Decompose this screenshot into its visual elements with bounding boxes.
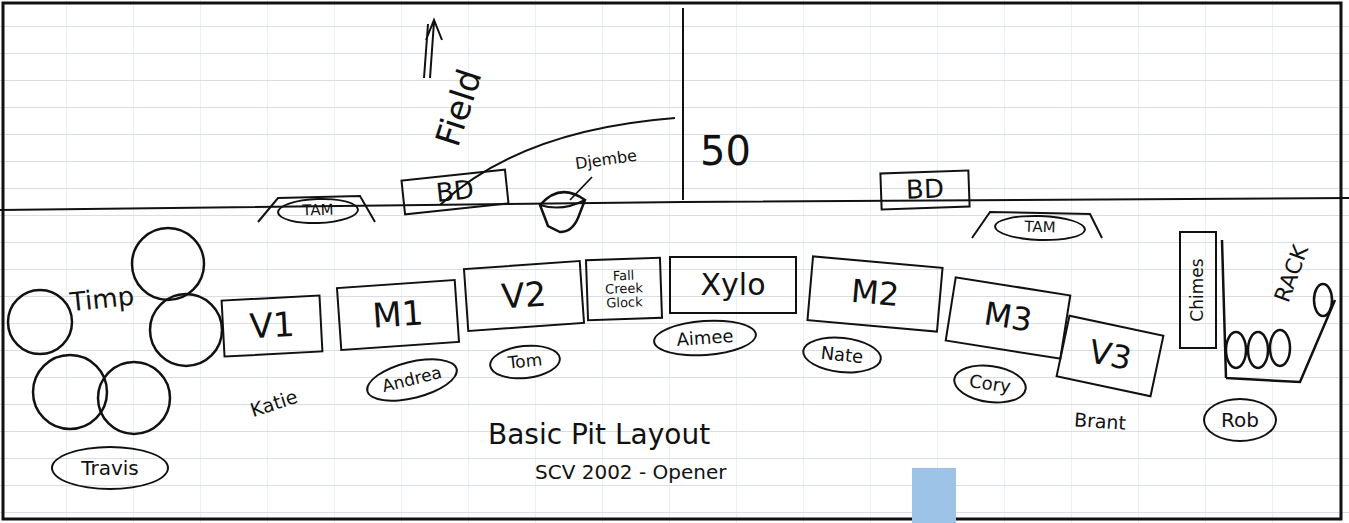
node-text: TAM (302, 203, 334, 220)
caption-text: SCV 2002 - Opener (535, 462, 726, 483)
djembe-head (540, 200, 585, 208)
node-text: V2 (500, 277, 547, 316)
name-oval: Aimee (652, 316, 758, 359)
node-text: Chimes (1189, 258, 1207, 321)
fifty-yard-line (682, 8, 684, 200)
tam-stand (972, 212, 1102, 238)
name-oval: Cory (951, 360, 1030, 408)
name-oval: TAM (994, 213, 1087, 242)
note-label: Djembe (574, 148, 638, 173)
title-text: Basic Pit Layout (488, 420, 710, 449)
node-text: M3 (982, 298, 1035, 339)
note-label: 50 (700, 130, 751, 172)
node-text: M1 (371, 295, 424, 334)
instrument-box: BD (879, 169, 970, 210)
node-text: Nate (820, 343, 864, 366)
name-oval: Tom (487, 341, 562, 382)
sideline (0, 198, 1349, 210)
node-text: Tom (507, 351, 543, 372)
name-oval: Nate (800, 333, 883, 377)
node-text: Andrea (380, 364, 443, 396)
node-text: V1 (249, 307, 296, 345)
note-label: Field (430, 65, 488, 151)
rack (1222, 240, 1335, 382)
node-text: TAM (1024, 220, 1056, 237)
node-text: BD (906, 176, 945, 205)
instrument-box: M3 (945, 276, 1072, 360)
note-label: Brant (1073, 410, 1126, 434)
node-text: V3 (1086, 335, 1134, 377)
node-text: BD (435, 176, 476, 207)
name-oval: Rob (1203, 398, 1277, 442)
timpani (8, 228, 222, 434)
node-text: Rob (1221, 410, 1259, 431)
note-label: RACK (1271, 242, 1313, 305)
node-text: Cory (968, 372, 1012, 397)
name-oval: Travis (51, 446, 169, 490)
blue-marker (912, 468, 956, 523)
node-text: Aimee (676, 327, 734, 350)
node-text: M2 (850, 275, 901, 313)
djembe-pointer (570, 177, 592, 200)
node-text: Travis (81, 458, 139, 479)
field-arrow (424, 20, 442, 78)
instrument-box: M1 (336, 279, 460, 351)
note-label: Timp (69, 283, 136, 317)
node-text: Fall Creek Glock (593, 267, 654, 310)
node-text: Xylo (701, 269, 766, 301)
instrument-box: V1 (221, 294, 324, 357)
note-label: Katie (248, 387, 300, 421)
instrument-box: Fall Creek Glock (585, 257, 663, 322)
instrument-box: M2 (806, 255, 943, 332)
djembe-drum (540, 192, 585, 232)
instrument-box: V3 (1055, 315, 1164, 398)
frame (3, 3, 1341, 519)
instrument-box: Chimes (1179, 231, 1217, 349)
instrument-box: BD (400, 169, 509, 216)
instrument-box: Xylo (669, 256, 797, 314)
name-oval: Andrea (362, 350, 462, 410)
name-oval: TAM (277, 197, 360, 226)
instrument-box: V2 (463, 260, 585, 332)
